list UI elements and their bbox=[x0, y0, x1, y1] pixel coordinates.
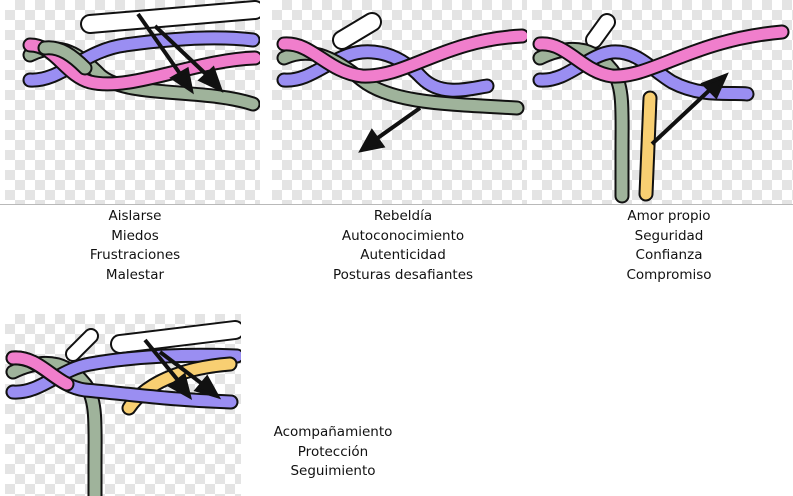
caption-line: Confianza bbox=[594, 246, 744, 266]
braid-illustration-1 bbox=[5, 0, 260, 204]
caption-line: Rebeldía bbox=[303, 207, 503, 227]
caption-line: Autoconocimiento bbox=[303, 227, 503, 247]
stage-caption-2: Rebeldía Autoconocimiento Autenticidad P… bbox=[303, 207, 503, 285]
braid-illustration-3 bbox=[532, 0, 793, 204]
stage-caption-1: Aislarse Miedos Frustraciones Malestar bbox=[60, 207, 210, 285]
caption-line: Aislarse bbox=[60, 207, 210, 227]
white-strand bbox=[342, 22, 372, 40]
caption-line: Frustraciones bbox=[60, 246, 210, 266]
braid-panel-1 bbox=[5, 0, 260, 204]
braid-panel-2 bbox=[272, 0, 527, 204]
braid-panel-3 bbox=[532, 0, 793, 204]
braid-panel-4 bbox=[5, 314, 241, 496]
caption-line: Seguimiento bbox=[258, 462, 408, 482]
divider-line bbox=[0, 204, 793, 205]
white-strand bbox=[594, 22, 607, 40]
caption-line: Seguridad bbox=[594, 227, 744, 247]
stage-caption-3: Amor propio Seguridad Confianza Compromi… bbox=[594, 207, 744, 285]
caption-line: Acompañamiento bbox=[258, 423, 408, 443]
caption-line: Compromiso bbox=[594, 266, 744, 286]
caption-line: Miedos bbox=[60, 227, 210, 247]
stage-caption-4: Acompañamiento Protección Seguimiento bbox=[258, 423, 408, 482]
braid-illustration-4 bbox=[5, 314, 241, 496]
white-strand bbox=[90, 10, 255, 24]
caption-line: Amor propio bbox=[594, 207, 744, 227]
yellow-strand bbox=[646, 98, 650, 194]
caption-line: Protección bbox=[258, 443, 408, 463]
caption-line: Malestar bbox=[60, 266, 210, 286]
caption-line: Autenticidad bbox=[303, 246, 503, 266]
arrow-icon bbox=[362, 108, 420, 150]
caption-line: Posturas desafiantes bbox=[303, 266, 503, 286]
braid-illustration-2 bbox=[272, 0, 527, 204]
